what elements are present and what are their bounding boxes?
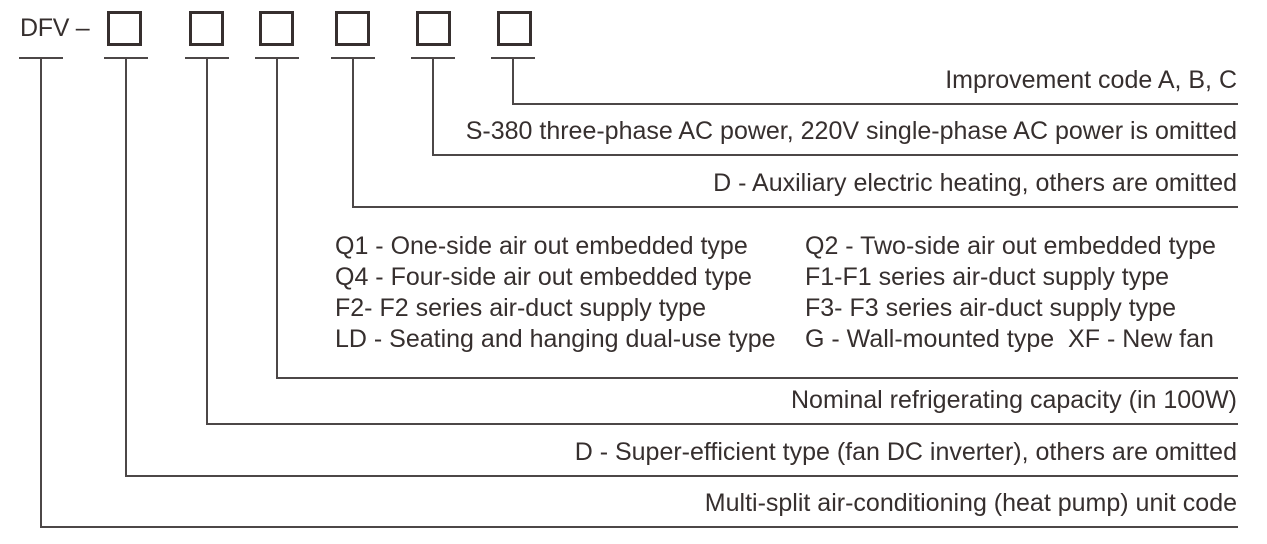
model-prefix: DFV – <box>20 14 90 42</box>
type-cell: F3- F3 series air-duct supply type <box>805 294 1176 322</box>
code-box-1 <box>107 11 142 46</box>
label-capacity: Nominal refrigerating capacity (in 100W) <box>790 386 1237 414</box>
type-table-row: F2- F2 series air-duct supply type F3- F… <box>335 293 1216 324</box>
label-unit-code: Multi-split air-conditioning (heat pump)… <box>704 489 1237 517</box>
code-box-6 <box>497 11 532 46</box>
type-cell: Q1 - One-side air out embedded type <box>335 232 748 260</box>
type-cell: Q2 - Two-side air out embedded type <box>805 232 1216 260</box>
connector-power <box>411 57 1238 156</box>
type-table-row: Q1 - One-side air out embedded type Q2 -… <box>335 231 1216 262</box>
label-improvement-code: Improvement code A, B, C <box>945 66 1237 94</box>
connector-unit-code <box>19 57 1238 528</box>
connector-efficiency <box>104 57 1238 477</box>
label-power-supply: S-380 three-phase AC power, 220V single-… <box>465 117 1237 145</box>
type-cell: F2- F2 series air-duct supply type <box>335 294 706 322</box>
connector-improvement <box>491 57 1238 105</box>
type-table-row: Q4 - Four-side air out embedded type F1-… <box>335 262 1216 293</box>
connector-indoor-type <box>255 57 1238 379</box>
code-box-3 <box>259 11 294 46</box>
type-cell: Q4 - Four-side air out embedded type <box>335 263 752 291</box>
type-table-row: LD - Seating and hanging dual-use type G… <box>335 324 1216 355</box>
connector-capacity <box>185 57 1238 425</box>
type-cell: LD - Seating and hanging dual-use type <box>335 325 776 353</box>
type-cell: G - Wall-mounted type XF - New fan <box>805 325 1214 353</box>
connector-aux-heating <box>331 57 1238 208</box>
indoor-unit-type-table: Q1 - One-side air out embedded type Q2 -… <box>335 231 1216 355</box>
label-efficiency: D - Super-efficient type (fan DC inverte… <box>574 438 1237 466</box>
code-box-2 <box>189 11 224 46</box>
code-box-5 <box>416 11 451 46</box>
code-box-4 <box>335 11 370 46</box>
label-aux-heating: D - Auxiliary electric heating, others a… <box>713 169 1237 197</box>
type-cell: F1-F1 series air-duct supply type <box>805 263 1170 291</box>
